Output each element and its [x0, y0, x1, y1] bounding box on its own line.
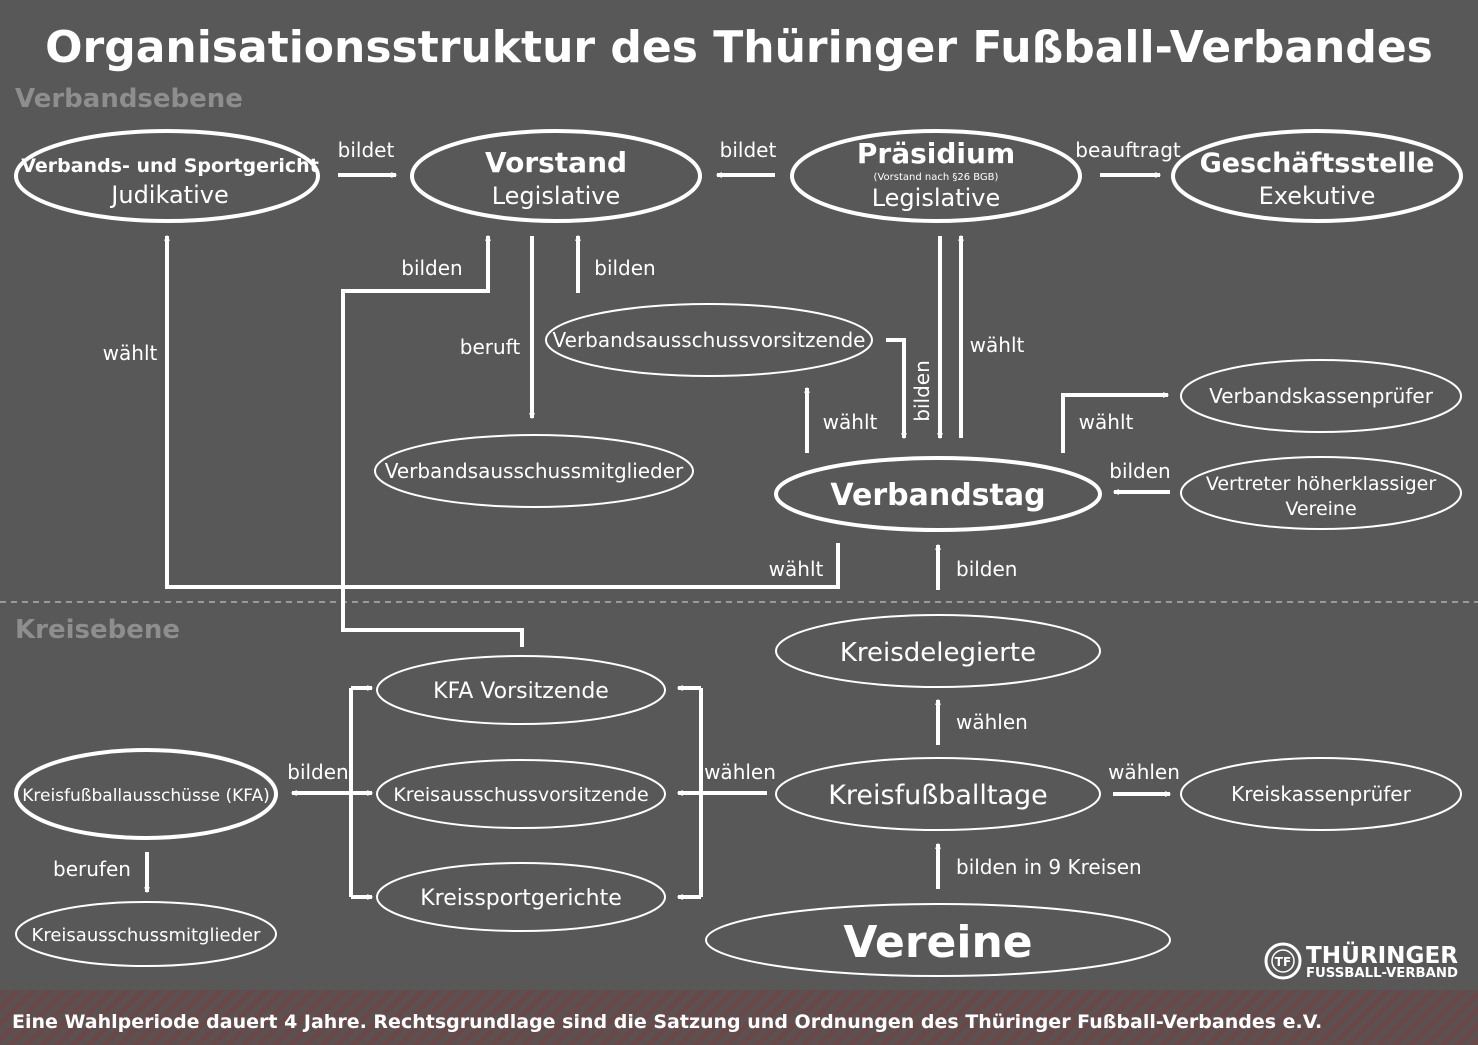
edge-label-bilden-kfa: bilden	[287, 760, 348, 784]
svg-text:Kreisdelegierte: Kreisdelegierte	[840, 638, 1036, 668]
node-kreisausschussmitglieder: Kreisausschussmitglieder	[15, 901, 277, 967]
edge-kfa-vorsitzende-vorstand	[341, 234, 524, 647]
svg-text:TF: TF	[1275, 955, 1291, 969]
page-title: Organisationsstruktur des Thüringer Fußb…	[45, 22, 1433, 73]
svg-text:Verbandsausschussvorsitzende: Verbandsausschussvorsitzende	[553, 328, 866, 352]
edge-label-beauftragt: beauftragt	[1075, 138, 1181, 162]
tfv-logo: TF THÜRINGER FUSSBALL-VERBAND	[1264, 941, 1458, 981]
svg-text:Präsidium: Präsidium	[857, 137, 1015, 170]
node-geschaeftsstelle: Geschäftsstelle Exekutive	[1171, 129, 1463, 223]
tfv-logo-line1: THÜRINGER	[1306, 941, 1458, 969]
edge-label-waehlt-kassenpruefer: wählt	[1079, 410, 1134, 434]
edge-label-bilden-delegierte: bilden	[956, 557, 1017, 581]
footer-bar: Eine Wahlperiode dauert 4 Jahre. Rechtsg…	[0, 990, 1478, 1045]
svg-text:Legislative: Legislative	[872, 184, 1001, 212]
node-vertreter-hoeherklassiger-vereine: Vertreter höherklassiger Vereine	[1180, 456, 1462, 530]
edge-label-waehlen-kreis: wählen	[704, 760, 776, 784]
node-kreisdelegierte: Kreisdelegierte	[775, 614, 1101, 688]
edge-label-waehlen-delegierte: wählen	[956, 710, 1028, 734]
svg-text:Verbands- und Sportgericht: Verbands- und Sportgericht	[21, 155, 319, 177]
edge-kreistage-bracket	[676, 685, 767, 900]
node-vorstand: Vorstand Legislative	[410, 129, 702, 223]
svg-text:KFA Vorsitzende: KFA Vorsitzende	[433, 679, 609, 704]
edge-label-waehlt-gericht: wählt	[103, 341, 158, 365]
edge-label-bilden-vertreter: bilden	[1109, 459, 1170, 483]
svg-text:Vereine: Vereine	[1285, 498, 1356, 520]
edge-label-bilden-vav-tag: bilden	[910, 360, 934, 421]
edge-ausschussvorsitzende-verbandstag	[886, 338, 907, 440]
svg-text:Legislative: Legislative	[492, 182, 621, 210]
svg-text:Vorstand: Vorstand	[485, 146, 627, 179]
node-kreiskassenpruefer: Kreiskassenprüfer	[1180, 757, 1462, 831]
node-vereine: Vereine	[705, 903, 1171, 977]
edge-verbandstag-gericht	[164, 234, 840, 589]
svg-text:Verbandsausschussmitglieder: Verbandsausschussmitglieder	[385, 459, 684, 483]
edge-label-waehlt-bottom: wählt	[769, 557, 824, 581]
svg-text:Kreisausschussmitglieder: Kreisausschussmitglieder	[32, 925, 262, 946]
node-kreisfussballtage: Kreisfußballtage	[775, 757, 1101, 831]
svg-text:Judikative: Judikative	[109, 181, 228, 209]
node-verbandstag: Verbandstag	[774, 456, 1102, 532]
edge-label-beruft: beruft	[460, 335, 521, 359]
edge-label-bilden-vav-vorstand: bilden	[594, 256, 655, 280]
svg-text:Geschäftsstelle: Geschäftsstelle	[1200, 148, 1435, 179]
edge-label-bilden-kfa-vorstand: bilden	[401, 256, 462, 280]
edge-label-bilden-9-kreisen: bilden in 9 Kreisen	[956, 855, 1142, 879]
svg-text:Vereine: Vereine	[843, 917, 1032, 968]
tfv-logo-mark-icon	[1264, 942, 1302, 980]
node-kreissportgerichte: Kreissportgerichte	[376, 862, 666, 932]
node-verbandsgericht: Verbands- und Sportgericht Judikative	[14, 129, 320, 223]
node-kfa-vorsitzende: KFA Vorsitzende	[376, 655, 666, 725]
edge-label-waehlen-kassen: wählen	[1108, 760, 1180, 784]
edge-label-waehlt-praesidium: wählt	[970, 333, 1025, 357]
node-kreisfussballausschuesse: Kreisfußballausschüsse (KFA)	[14, 748, 278, 840]
edge-label-praesidium-bildet: bildet	[720, 138, 777, 162]
edge-label-gericht-bildet: bildet	[338, 138, 395, 162]
organisation-diagram: Organisationsstruktur des Thüringer Fußb…	[0, 22, 1478, 981]
svg-text:Kreissportgerichte: Kreissportgerichte	[420, 886, 622, 911]
svg-text:(Vorstand nach §26 BGB): (Vorstand nach §26 BGB)	[874, 172, 999, 183]
node-verbandsausschussvorsitzende: Verbandsausschussvorsitzende	[545, 303, 873, 377]
svg-text:Kreisfußballausschüsse (KFA): Kreisfußballausschüsse (KFA)	[22, 786, 270, 806]
edge-label-berufen: berufen	[53, 857, 131, 881]
svg-text:Verbandskassenprüfer: Verbandskassenprüfer	[1209, 384, 1434, 408]
node-kreisausschussvorsitzende: Kreisausschussvorsitzende	[376, 759, 666, 829]
node-praesidium: Präsidium (Vorstand nach §26 BGB) Legisl…	[790, 129, 1082, 223]
edge-verbandstag-kassenpruefer	[1061, 392, 1170, 453]
svg-text:Kreiskassenprüfer: Kreiskassenprüfer	[1231, 782, 1411, 806]
node-verbandsausschussmitglieder: Verbandsausschussmitglieder	[374, 434, 694, 508]
svg-text:Kreisfußballtage: Kreisfußballtage	[828, 780, 1048, 811]
tfv-logo-line2: FUSSBALL-VERBAND	[1306, 966, 1458, 981]
svg-text:Kreisausschussvorsitzende: Kreisausschussvorsitzende	[393, 784, 648, 806]
edge-label-waehlt-vav: wählt	[823, 410, 878, 434]
section-label-kreisebene: Kreisebene	[15, 615, 180, 645]
svg-text:Verbandstag: Verbandstag	[830, 478, 1045, 513]
node-verbandskassenpruefer: Verbandskassenprüfer	[1180, 359, 1462, 433]
svg-text:Exekutive: Exekutive	[1259, 182, 1376, 210]
footer-note: Eine Wahlperiode dauert 4 Jahre. Rechtsg…	[12, 1011, 1323, 1033]
svg-text:Vertreter höherklassiger: Vertreter höherklassiger	[1206, 473, 1437, 495]
edge-bracket-kfa	[290, 685, 374, 900]
section-label-verbandsebene: Verbandsebene	[15, 84, 243, 114]
